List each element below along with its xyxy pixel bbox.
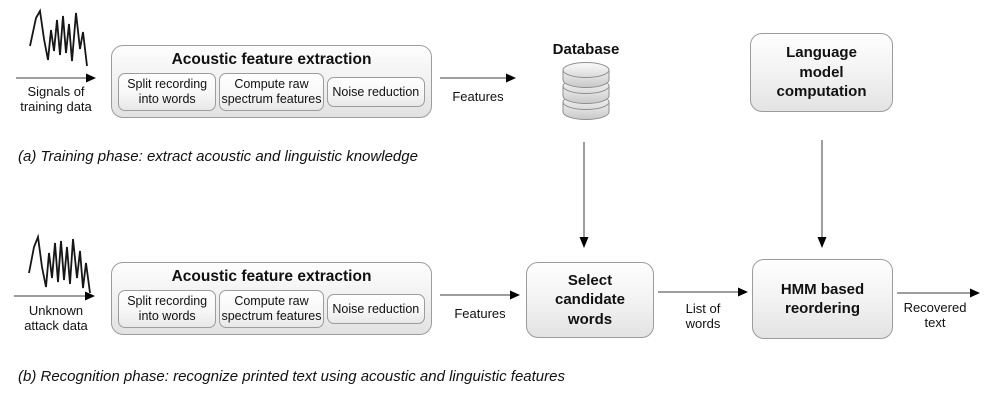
features-label-a: Features	[452, 89, 504, 104]
arrow-features-b	[440, 290, 520, 300]
extraction-steps-row: Split recording into words Compute raw s…	[118, 73, 425, 111]
arrow-recovered-text	[897, 288, 980, 298]
attack-input-label: Unknown attack data	[24, 303, 88, 334]
acoustic-extraction-title: Acoustic feature extraction	[171, 51, 372, 68]
arrow-attack-input	[14, 291, 95, 301]
database-icon	[562, 62, 610, 120]
language-model-box: Language model computation	[750, 33, 893, 112]
training-input-label: Signals of training data	[20, 84, 92, 115]
arrow-features-a	[440, 73, 516, 83]
step-compute-spectrum: Compute raw spectrum features	[219, 73, 324, 111]
waveform-icon-training	[29, 8, 88, 67]
hmm-reordering-box: HMM based reordering	[752, 259, 893, 339]
acoustic-extraction-box-a: Acoustic feature extraction Split record…	[111, 45, 432, 118]
step-compute-spectrum: Compute raw spectrum features	[219, 290, 324, 328]
arrow-language-model-down	[817, 140, 827, 248]
arrow-list-of-words	[658, 287, 748, 297]
hmm-reordering-label: HMM based reordering	[780, 280, 865, 318]
recovered-text-label: Recovered text	[903, 300, 967, 331]
database-label: Database	[552, 41, 620, 58]
arrow-training-input	[16, 73, 96, 83]
step-split-recording: Split recording into words	[118, 73, 217, 111]
features-label-b: Features	[454, 306, 506, 321]
extraction-steps-row: Split recording into words Compute raw s…	[118, 290, 425, 328]
step-noise-reduction: Noise reduction	[326, 77, 425, 107]
step-noise-reduction: Noise reduction	[326, 294, 425, 324]
arrow-database-down	[579, 142, 589, 248]
select-candidate-words-box: Select candidate words	[526, 262, 654, 338]
caption-training-phase: (a) Training phase: extract acoustic and…	[18, 148, 418, 165]
list-of-words-label: List of words	[685, 301, 721, 332]
acoustic-extraction-title: Acoustic feature extraction	[171, 268, 372, 285]
caption-recognition-phase: (b) Recognition phase: recognize printed…	[18, 368, 565, 385]
step-split-recording: Split recording into words	[118, 290, 217, 328]
waveform-icon-attack	[28, 233, 91, 294]
language-model-label: Language model computation	[776, 44, 867, 101]
acoustic-extraction-box-b: Acoustic feature extraction Split record…	[111, 262, 432, 335]
select-candidate-words-label: Select candidate words	[554, 271, 626, 328]
